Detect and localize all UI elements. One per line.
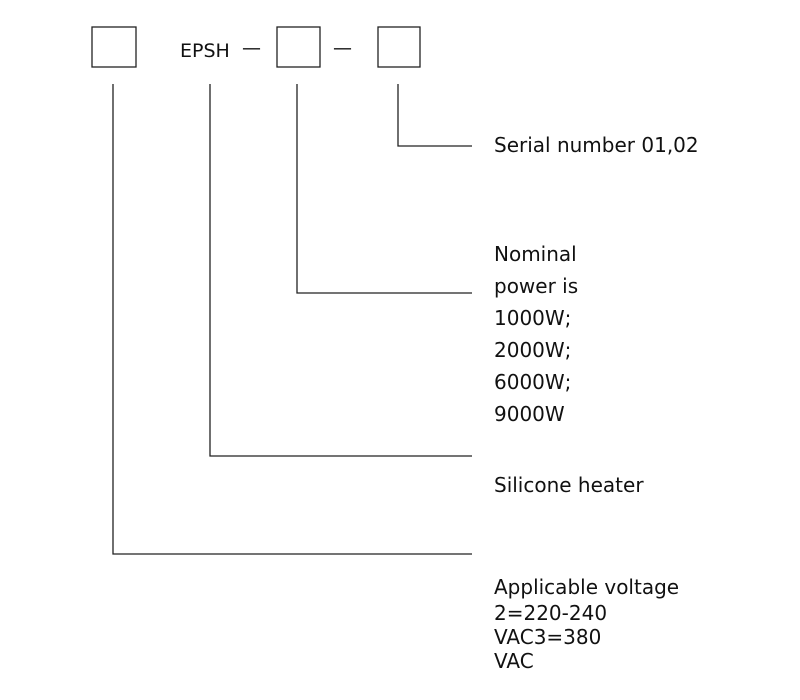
prefix-separator: — — [242, 37, 261, 59]
power-code-box — [276, 26, 321, 68]
applicable-voltage-label: Applicable voltage 2=220-240 VAC3=380 VA… — [494, 573, 679, 673]
power-option: 1000W; — [494, 306, 572, 330]
type-leader-line — [209, 84, 472, 457]
serial-leader-line — [397, 84, 472, 147]
power-option: 9000W — [494, 402, 565, 426]
model-prefix: EPSH — [180, 40, 230, 62]
heater-type-label: Silicone heater — [494, 473, 644, 497]
voltage-option: VAC — [494, 649, 534, 673]
power-option: 2000W; — [494, 338, 572, 362]
voltage-option: VAC3=380 — [494, 625, 602, 649]
serial-number-label: Serial number 01,02 — [494, 133, 699, 157]
heater-type-text: Silicone heater — [494, 473, 644, 497]
voltage-code-box — [91, 26, 137, 68]
voltage-heading: Applicable voltage — [494, 575, 680, 599]
voltage-option: 2=220-240 — [494, 601, 608, 625]
serial-code-box — [377, 26, 421, 68]
nominal-power-label: Nominal power is 1000W; 2000W; 6000W; 90… — [494, 238, 578, 430]
power-option: 6000W; — [494, 370, 572, 394]
power-separator: — — [333, 37, 352, 59]
voltage-leader-line — [112, 84, 472, 555]
power-line: power is — [494, 274, 579, 298]
serial-number-text: Serial number 01,02 — [494, 133, 699, 157]
power-line: Nominal — [494, 242, 577, 266]
power-leader-line — [296, 84, 472, 294]
